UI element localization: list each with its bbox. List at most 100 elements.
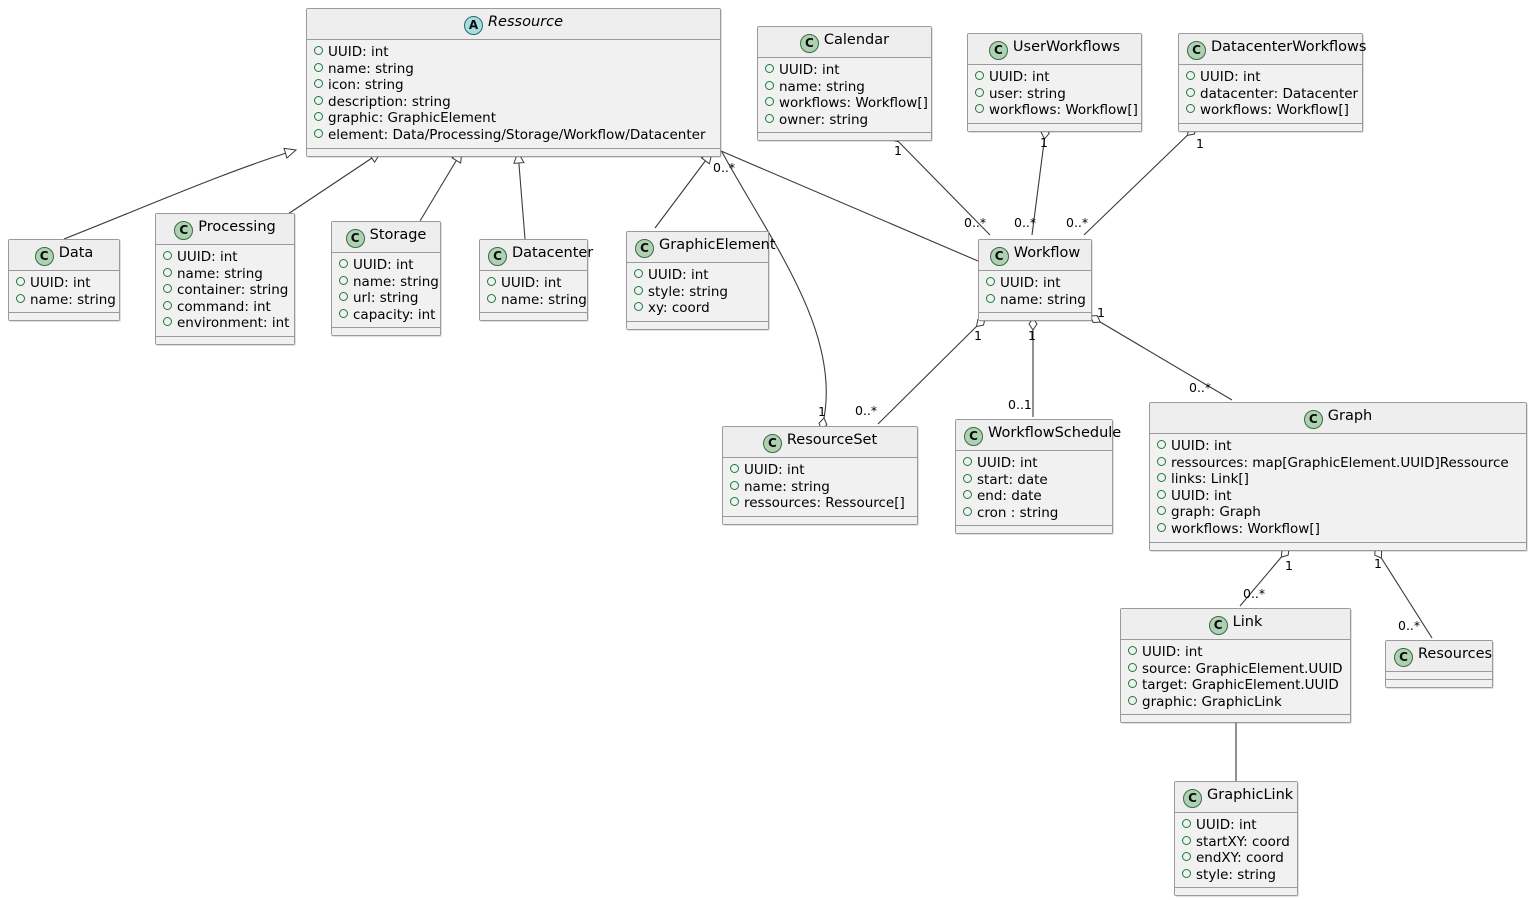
class-name-graphicelement: GraphicElement — [659, 237, 776, 253]
multiplicity-label: 1 — [1040, 135, 1048, 150]
class-name-storage: Storage — [369, 227, 427, 243]
visibility-public-icon — [487, 293, 496, 303]
attribute-row: name: string — [339, 274, 439, 291]
edge-storage-inherits-ressource — [419, 149, 463, 222]
visibility-public-icon — [1128, 662, 1137, 672]
class-attributes-resources — [1386, 672, 1492, 680]
visibility-public-icon — [730, 497, 739, 507]
attribute-row: url: string — [339, 290, 433, 307]
class-attributes-storage: UUID: int name: string url: string capac… — [332, 253, 440, 329]
attribute-row: links: Link[] — [1157, 471, 1519, 488]
visibility-public-icon — [163, 317, 172, 327]
multiplicity-label: 1 — [1028, 328, 1036, 343]
attribute-row: xy: coord — [634, 300, 761, 317]
class-box-resources[interactable]: C Resources — [1385, 640, 1493, 688]
visibility-public-icon — [765, 113, 774, 123]
attribute-row: ressources: map[GraphicElement.UUID]Ress… — [1157, 455, 1519, 472]
visibility-public-icon — [1128, 646, 1137, 655]
class-attributes-calendar: UUID: int name: string workflows: Workfl… — [758, 58, 931, 134]
class-attributes-data: UUID: int name: string — [9, 271, 119, 314]
class-badge-icon: C — [1303, 410, 1323, 429]
visibility-public-icon — [1186, 87, 1195, 97]
attribute-row: style: string — [634, 284, 761, 301]
attribute-row: UUID: int — [487, 275, 580, 292]
class-methods-userworkflows — [968, 123, 1141, 131]
visibility-public-icon — [975, 87, 984, 97]
attribute-row: capacity: int — [339, 307, 435, 324]
visibility-public-icon — [975, 71, 984, 80]
visibility-public-icon — [1182, 852, 1191, 862]
attribute-row: workflows: Workflow[] — [1186, 102, 1355, 119]
class-badge-icon: C — [1394, 648, 1413, 667]
visibility-public-icon — [163, 251, 172, 260]
attribute-row: style: string — [1182, 867, 1290, 884]
attribute-row: endXY: coord — [1182, 850, 1290, 867]
multiplicity-label: 0..* — [1066, 215, 1089, 230]
attribute-row: icon: string — [314, 77, 713, 94]
multiplicity-label: 0..* — [1398, 618, 1421, 633]
attribute-row: UUID: int — [730, 462, 910, 479]
class-attributes-workflowschedule: UUID: int start: date end: date cron : s… — [956, 451, 1112, 527]
multiplicity-label: 0..* — [713, 160, 736, 175]
visibility-public-icon — [1157, 440, 1166, 449]
class-attributes-link: UUID: int source: GraphicElement.UUID ta… — [1121, 640, 1350, 716]
attribute-row: environment: int — [163, 315, 289, 332]
visibility-public-icon — [963, 473, 972, 483]
class-name-resources: Resources — [1418, 646, 1493, 662]
abstract-class-badge-icon: A — [463, 16, 483, 35]
attribute-row: element: Data/Processing/Storage/Workflo… — [314, 127, 713, 144]
attribute-row: UUID: int — [975, 69, 1134, 86]
attribute-row: datacenter: Datacenter — [1186, 86, 1358, 103]
attribute-row: UUID: int — [1182, 817, 1290, 834]
class-methods-resources — [1386, 680, 1492, 687]
class-attributes-userworkflows: UUID: int user: string workflows: Workfl… — [968, 65, 1141, 124]
class-attributes-resourceset: UUID: int name: string ressources: Resso… — [723, 458, 917, 517]
class-badge-icon: C — [988, 41, 1008, 60]
visibility-public-icon — [1157, 473, 1166, 483]
class-badge-icon: C — [1187, 41, 1206, 60]
attribute-row: name: string — [163, 266, 287, 283]
edge-processing-inherits-ressource — [287, 151, 383, 215]
visibility-public-icon — [339, 292, 348, 302]
class-name-ressource: Ressource — [487, 14, 564, 30]
visibility-public-icon — [314, 128, 323, 138]
attribute-row: start: date — [963, 472, 1105, 489]
attribute-row: workflows: Workflow[] — [765, 95, 928, 112]
edge-datacenterworkflows-workflow — [1083, 126, 1197, 236]
multiplicity-label: 1 — [1097, 305, 1105, 320]
attribute-row: startXY: coord — [1182, 834, 1290, 851]
visibility-public-icon — [765, 80, 774, 90]
visibility-public-icon — [730, 480, 739, 490]
class-attributes-graph: UUID: int ressources: map[GraphicElement… — [1150, 434, 1526, 543]
visibility-public-icon — [975, 104, 984, 114]
attribute-row: end: date — [963, 488, 1105, 505]
attribute-row: workflows: Workflow[] — [1157, 521, 1519, 538]
multiplicity-label: 1 — [894, 143, 902, 158]
class-name-data: Data — [58, 245, 94, 261]
multiplicity-label: 1 — [818, 404, 826, 419]
visibility-public-icon — [314, 112, 323, 122]
visibility-public-icon — [1186, 71, 1195, 80]
class-name-link: Link — [1232, 614, 1263, 630]
multiplicity-label: 0..* — [1189, 380, 1212, 395]
class-methods-ressource — [307, 148, 720, 156]
